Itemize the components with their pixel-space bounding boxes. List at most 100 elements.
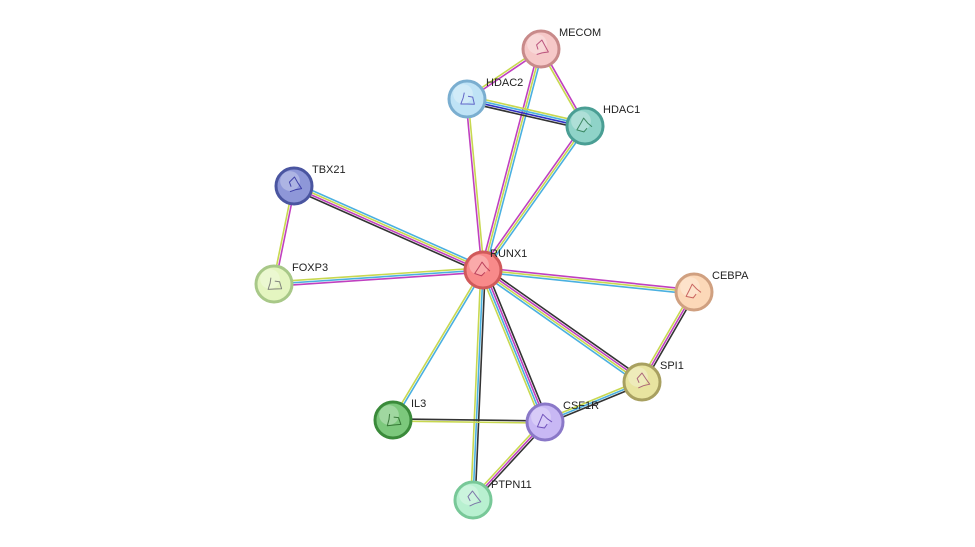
edge-runx1-foxp3[interactable]	[273, 267, 484, 287]
edge-strand	[472, 269, 484, 501]
node-circle	[565, 106, 605, 146]
edge-strand	[466, 97, 587, 126]
node-label: PTPN11	[491, 479, 532, 491]
edge-strand	[481, 269, 545, 424]
protein-structure-icon	[636, 372, 651, 389]
node-circle	[622, 362, 662, 402]
protein-structure-icon	[386, 413, 402, 427]
node-circle	[525, 402, 565, 442]
edge-strand	[485, 267, 549, 422]
protein-structure-icon	[536, 39, 549, 55]
edge-strand	[484, 48, 544, 272]
structure-trace	[636, 372, 651, 389]
edge-strand	[294, 182, 486, 268]
node-foxp3[interactable]: FOXP3	[254, 262, 328, 304]
node-label: RUNX1	[490, 248, 527, 260]
protein-structure-icon	[460, 92, 475, 105]
node-circle	[453, 480, 493, 520]
node-label: HDAC2	[486, 77, 523, 89]
edge-strand	[470, 269, 482, 501]
edge-strand	[484, 266, 645, 381]
node-mecom[interactable]: MECOM	[521, 27, 601, 69]
edge-strand	[292, 186, 484, 272]
edge-il3-csf1r[interactable]	[392, 418, 546, 424]
node-circle	[521, 29, 561, 69]
edge-strand	[482, 269, 695, 293]
node-runx1[interactable]: RUNX1	[463, 248, 527, 290]
node-circle	[254, 264, 294, 304]
edge-strand	[480, 123, 585, 270]
edge-strand	[482, 48, 542, 271]
node-hdac2[interactable]: HDAC2	[447, 77, 523, 119]
edge-strand	[391, 268, 483, 421]
structure-trace	[474, 261, 491, 277]
edge-strand	[482, 268, 644, 382]
edge-runx1-spi1[interactable]	[480, 266, 645, 386]
node-label: MECOM	[559, 27, 601, 39]
structure-trace	[386, 413, 402, 427]
node-cebpa[interactable]: CEBPA	[674, 270, 749, 312]
node-label: IL3	[411, 398, 426, 410]
edge-strand	[466, 94, 587, 124]
node-label: CSF1R	[563, 400, 599, 412]
node-circle	[463, 250, 503, 290]
node-label: FOXP3	[292, 262, 328, 274]
edge-runx1-hdac2[interactable]	[465, 98, 485, 271]
edge-runx1-csf1r[interactable]	[479, 267, 549, 425]
edge-runx1-mecom[interactable]	[480, 47, 544, 272]
node-highlight	[260, 269, 280, 289]
edge-strand	[273, 269, 484, 285]
node-circle	[274, 166, 314, 206]
node-label: TBX21	[312, 164, 346, 176]
node-highlight	[469, 255, 489, 275]
edge-runx1-cebpa[interactable]	[481, 267, 696, 295]
edge-strand	[480, 47, 540, 271]
node-spi1[interactable]: SPI1	[622, 360, 684, 402]
protein-structure-icon	[576, 117, 593, 133]
edge-strand	[465, 101, 586, 131]
structure-trace	[288, 176, 303, 193]
node-highlight	[571, 111, 591, 131]
edge-runx1-hdac1[interactable]	[480, 123, 588, 273]
edge-strand	[482, 125, 586, 271]
edge-strand	[481, 270, 643, 384]
node-tbx21[interactable]: TBX21	[274, 164, 346, 206]
protein-structure-icon	[685, 283, 702, 299]
node-ptpn11[interactable]: PTPN11	[453, 479, 532, 520]
edge-runx1-ptpn11[interactable]	[470, 269, 486, 501]
structure-trace	[536, 413, 553, 429]
edge-strand	[273, 267, 484, 283]
edge-strand	[465, 98, 483, 271]
edge-hdac2-hdac1[interactable]	[465, 94, 587, 131]
node-il3[interactable]: IL3	[373, 398, 426, 440]
edge-strand	[479, 270, 543, 425]
edge-strand	[393, 269, 485, 422]
protein-structure-icon	[467, 490, 482, 507]
edge-strand	[474, 269, 486, 501]
edge-strand	[483, 126, 588, 273]
edge-strand	[480, 271, 641, 386]
edge-strand	[481, 271, 695, 295]
edge-strand	[483, 268, 547, 423]
node-hdac1[interactable]: HDAC1	[565, 104, 640, 146]
structure-trace	[685, 283, 702, 299]
edge-strand	[273, 271, 484, 287]
node-label: CEBPA	[712, 270, 749, 282]
edge-runx1-tbx21[interactable]	[291, 182, 486, 274]
structure-trace	[267, 277, 283, 290]
edge-strand	[291, 188, 483, 274]
node-circle	[373, 400, 413, 440]
edge-strand	[293, 184, 485, 270]
protein-structure-icon	[267, 277, 283, 290]
structure-trace	[467, 490, 482, 507]
node-label: SPI1	[660, 360, 684, 372]
edge-strand	[392, 420, 546, 424]
protein-structure-icon	[474, 261, 491, 277]
node-highlight	[531, 407, 551, 427]
node-highlight	[453, 84, 473, 104]
node-label: HDAC1	[603, 104, 640, 116]
edge-runx1-il3[interactable]	[391, 268, 485, 422]
node-circle	[674, 272, 714, 312]
node-csf1r[interactable]: CSF1R	[525, 400, 599, 442]
